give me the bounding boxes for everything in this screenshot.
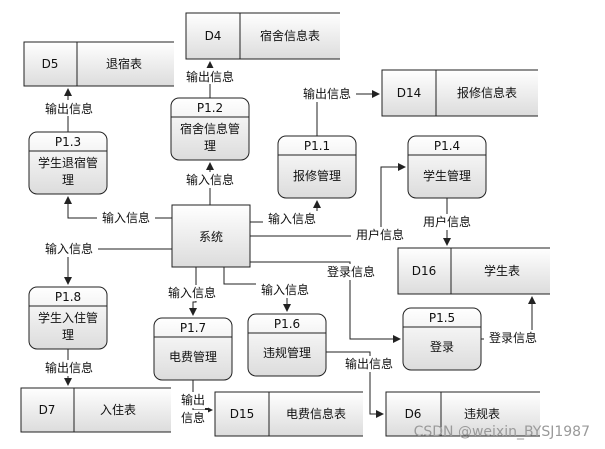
store-name: 违规表 bbox=[464, 406, 500, 421]
flow-label-in-p13: 输入信息 bbox=[102, 210, 150, 225]
process-p11: P1.1 报修管理 bbox=[277, 135, 357, 199]
store-id: D16 bbox=[412, 264, 437, 278]
flow-label-out-d15-b: 信息 bbox=[181, 410, 205, 425]
store-name: 电费信息表 bbox=[286, 406, 346, 421]
store-name: 退宿表 bbox=[106, 56, 142, 71]
system-label: 系统 bbox=[199, 230, 223, 244]
store-name: 入住表 bbox=[100, 403, 136, 417]
process-name-line1: 学生入住管 bbox=[38, 310, 98, 325]
process-p18: P1.8 学生入住管 理 bbox=[28, 286, 108, 350]
flow-label-in-p12: 输入信息 bbox=[186, 172, 234, 187]
process-id: P1.8 bbox=[55, 290, 81, 304]
process-id: P1.4 bbox=[434, 139, 460, 153]
process-id: P1.6 bbox=[274, 317, 300, 331]
process-p12: P1.2 宿舍信息管 理 bbox=[170, 97, 250, 161]
store-id: D6 bbox=[405, 407, 422, 421]
process-p17: P1.7 电费管理 bbox=[153, 317, 233, 381]
process-id: P1.5 bbox=[429, 311, 455, 325]
process-name-line1: 违规管理 bbox=[263, 345, 311, 360]
process-p16: P1.6 违规管理 bbox=[247, 313, 327, 377]
process-name-line1: 报修管理 bbox=[293, 168, 341, 183]
process-id: P1.1 bbox=[304, 139, 330, 153]
store-d14: D14 报修信息表 bbox=[381, 69, 538, 117]
store-name: 报修信息表 bbox=[457, 85, 517, 100]
flow-sys-p15 bbox=[250, 261, 401, 343]
flow-label-user-info-d16: 用户信息 bbox=[423, 214, 471, 229]
process-name-line1: 电费管理 bbox=[169, 349, 217, 364]
store-d15: D15 电费信息表 bbox=[214, 391, 363, 437]
flow-label-out-d14: 输出信息 bbox=[303, 86, 351, 101]
flow-label-in-p17: 输入信息 bbox=[168, 285, 216, 300]
system-node: 系统 bbox=[171, 204, 251, 268]
process-p13: P1.3 学生退宿管 理 bbox=[28, 131, 108, 195]
flow-label-login-info-d16: 登录信息 bbox=[489, 330, 537, 345]
process-name-line1: 宿舍信息管 bbox=[180, 121, 240, 136]
flow-sys-p14 bbox=[250, 163, 406, 237]
process-name-line1: 登录 bbox=[430, 339, 454, 354]
store-id: D4 bbox=[205, 29, 222, 43]
store-d16: D16 学生表 bbox=[397, 247, 550, 295]
process-name-line2: 理 bbox=[62, 328, 74, 342]
flow-label-in-p11: 输入信息 bbox=[268, 211, 316, 226]
flow-label-out-d7: 输出信息 bbox=[45, 360, 93, 375]
flow-p16-d6 bbox=[326, 351, 384, 418]
process-p15: P1.5 登录 bbox=[402, 307, 482, 371]
flow-label-out-d5: 输出信息 bbox=[45, 101, 93, 116]
process-p14: P1.4 学生管理 bbox=[407, 135, 487, 199]
process-name-line2: 理 bbox=[62, 173, 74, 187]
store-id: D14 bbox=[397, 86, 422, 100]
flow-label-login-info: 登录信息 bbox=[327, 264, 375, 279]
flow-label-user-info: 用户信息 bbox=[356, 227, 404, 242]
watermark: CSDN @weixin_BYSJ1987 bbox=[414, 424, 590, 440]
process-id: P1.7 bbox=[180, 321, 206, 335]
process-name-line1: 学生管理 bbox=[423, 168, 471, 183]
flow-sys-p17 bbox=[189, 267, 197, 316]
flow-label-in-p16: 输入信息 bbox=[261, 282, 309, 297]
store-d4: D4 宿舍信息表 bbox=[185, 12, 340, 60]
flow-label-in-p18: 输入信息 bbox=[45, 241, 93, 256]
process-name-line1: 学生退宿管 bbox=[38, 155, 98, 170]
process-id: P1.3 bbox=[55, 135, 81, 149]
flow-label-out-d6: 输出信息 bbox=[345, 356, 393, 371]
flow-label-out-d4: 输出信息 bbox=[186, 69, 234, 84]
store-name: 宿舍信息表 bbox=[260, 28, 320, 43]
process-name-line2: 理 bbox=[204, 139, 216, 153]
flow-label-out-d15-a: 输出 bbox=[181, 392, 205, 407]
store-d7: D7 入住表 bbox=[20, 387, 171, 433]
store-name: 学生表 bbox=[484, 263, 520, 278]
process-id: P1.2 bbox=[197, 101, 223, 115]
store-d6: D6 违规表 bbox=[385, 391, 540, 437]
store-id: D7 bbox=[39, 403, 56, 417]
flow-labels: 输出信息 输出信息 输出信息 输入信息 输入信息 输入信息 用户信息 用户信息 … bbox=[40, 68, 542, 426]
store-id: D15 bbox=[230, 407, 255, 421]
store-id: D5 bbox=[42, 57, 59, 71]
store-d5: D5 退宿表 bbox=[23, 41, 174, 87]
